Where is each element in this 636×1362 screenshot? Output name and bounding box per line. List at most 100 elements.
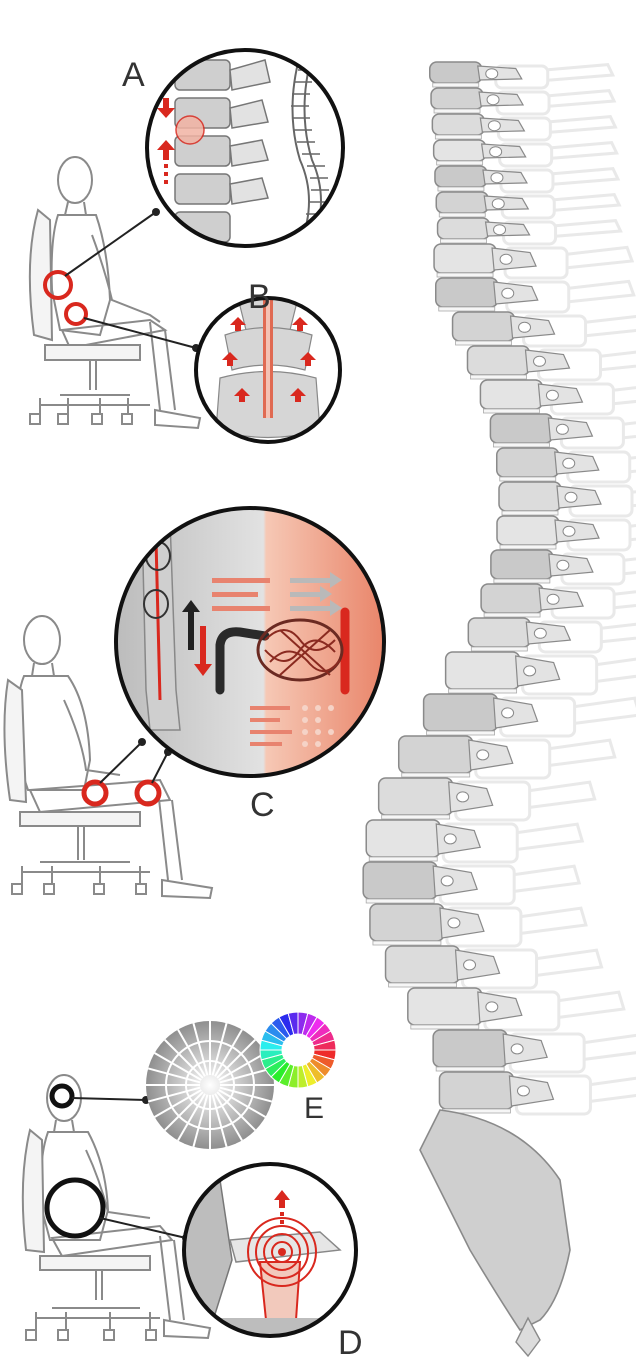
vertebra-body — [497, 516, 559, 545]
vertebra-body — [468, 618, 530, 647]
spinous-process — [436, 824, 480, 854]
foramen — [511, 1044, 523, 1054]
vertebra-body — [408, 988, 482, 1025]
chair-wheel — [58, 414, 68, 424]
chair-wheel — [30, 414, 40, 424]
intervertebral-disc — [427, 731, 495, 735]
foramen — [547, 594, 559, 604]
foramen — [444, 834, 456, 844]
intervertebral-disc — [483, 409, 539, 413]
vertebra-body — [399, 736, 473, 773]
intervertebral-disc — [437, 273, 493, 277]
spinous-process — [548, 418, 592, 440]
intervertebral-disc — [484, 613, 540, 617]
detail-circle-d — [184, 1164, 364, 1338]
chair-seat — [20, 812, 140, 826]
chair-wheel — [26, 1330, 36, 1340]
foramen — [502, 288, 514, 298]
leader-line-d — [100, 1218, 186, 1238]
label-a: A — [122, 58, 145, 92]
intervertebral-disc — [494, 579, 550, 583]
foramen — [500, 254, 512, 264]
vertebra-body — [435, 166, 487, 187]
spinous-process — [526, 622, 570, 644]
vertebra-body — [499, 482, 561, 511]
spinous-process — [486, 222, 530, 236]
chair-seat — [45, 345, 140, 360]
foramen — [524, 666, 536, 676]
figure-foot — [155, 410, 200, 428]
hotspot-ring-eyes — [52, 1086, 72, 1106]
foramen — [487, 95, 499, 105]
sacrum — [420, 1110, 570, 1330]
leader-line-c1 — [100, 742, 142, 783]
spine-illustration — [363, 62, 601, 1356]
foramen — [492, 199, 504, 209]
spinous-process — [557, 486, 601, 508]
foramen — [563, 526, 575, 536]
vertebra-body — [366, 820, 440, 857]
figure-head — [58, 157, 92, 203]
spinous-process — [456, 950, 500, 980]
label-d: D — [338, 1326, 363, 1360]
spinous-process — [478, 66, 522, 80]
leader-line-c2 — [152, 752, 168, 783]
chair-wheel — [92, 414, 102, 424]
spinous-process — [484, 196, 528, 210]
vertebra-body — [439, 1072, 513, 1109]
intervertebral-disc — [439, 307, 495, 311]
figure-torso — [17, 676, 90, 790]
vertebra-body — [434, 244, 496, 273]
intervertebral-disc — [382, 815, 450, 819]
hotspot-ring-thigh-right — [137, 782, 159, 804]
foramen — [546, 390, 558, 400]
spinous-process — [482, 144, 526, 158]
vertebra-body — [386, 946, 460, 983]
vertebra-body — [430, 62, 482, 83]
vertebra-body — [481, 584, 543, 613]
foramen — [490, 147, 502, 157]
intervertebral-disc — [389, 983, 457, 987]
label-e: E — [304, 1094, 324, 1124]
intervertebral-disc — [439, 213, 485, 217]
intervertebral-disc — [437, 161, 483, 165]
intervertebral-disc — [435, 135, 481, 139]
spinous-process — [516, 656, 560, 686]
foramen — [565, 492, 577, 502]
intervertebral-disc — [434, 109, 480, 113]
label-b: B — [248, 280, 271, 314]
chair-wheel — [122, 414, 132, 424]
vertebra-body — [431, 88, 483, 109]
spinous-process — [469, 740, 513, 770]
spinous-process — [494, 282, 538, 304]
spinous-process — [509, 1076, 553, 1106]
foramen — [448, 918, 460, 928]
spinous-process — [449, 782, 493, 812]
spinous-process — [433, 866, 477, 896]
spinous-process — [555, 452, 599, 474]
foramen — [477, 750, 489, 760]
leader-dot-a — [152, 208, 160, 216]
spinous-process — [440, 908, 484, 938]
foramen — [556, 424, 568, 434]
chair-wheel — [12, 884, 22, 894]
intervertebral-disc — [411, 1025, 479, 1029]
foramen — [502, 708, 514, 718]
vertebra-body — [497, 448, 559, 477]
vertebra-body — [490, 414, 552, 443]
vertebra-body — [363, 862, 437, 899]
intervertebral-disc — [500, 477, 556, 481]
foramen — [533, 356, 545, 366]
spinous-process — [549, 554, 593, 576]
leader-line-e — [72, 1098, 146, 1100]
vertebra-body — [436, 192, 488, 213]
spinous-process — [539, 588, 583, 610]
spinous-process — [479, 92, 523, 106]
vertebra-body — [433, 1030, 507, 1067]
grayscale-wheel-icon — [146, 1021, 274, 1149]
spinous-process — [480, 118, 524, 132]
foramen — [441, 876, 453, 886]
intervertebral-disc — [402, 773, 470, 777]
figure-foot — [162, 880, 212, 898]
